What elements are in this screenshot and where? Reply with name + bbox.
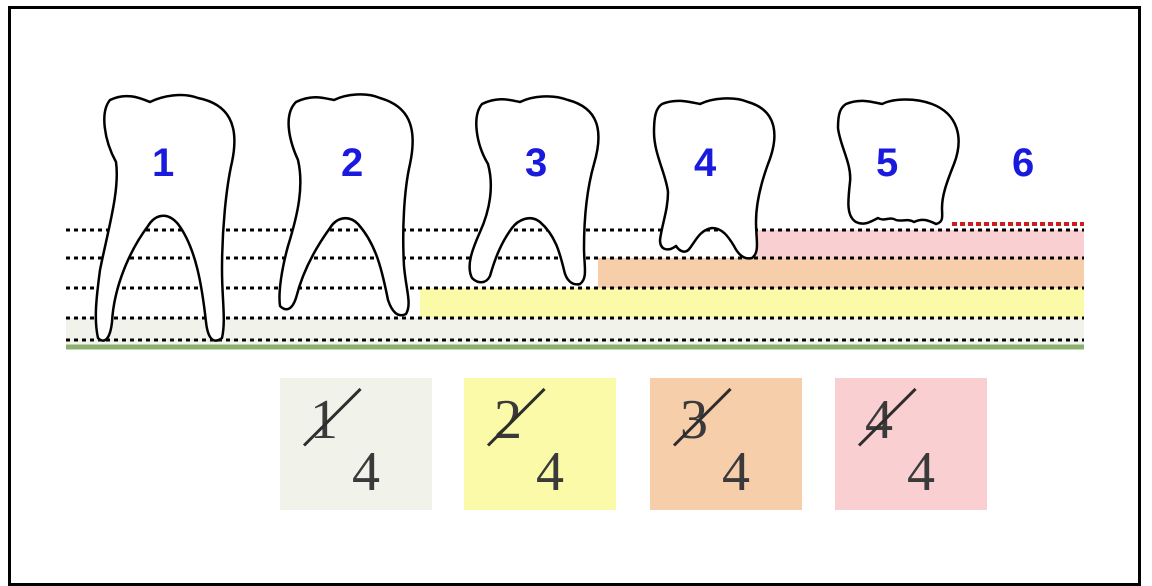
tooth-6-label: 6 xyxy=(1012,141,1034,185)
fraction-numerator: 2 xyxy=(494,392,522,448)
fraction-numerator: 1 xyxy=(310,392,338,448)
tooth-3-outline xyxy=(470,96,599,284)
tooth-3-label: 3 xyxy=(525,141,547,185)
tooth-4-label: 4 xyxy=(694,141,717,185)
tooth-2-outline xyxy=(279,94,412,315)
fraction-numerator: 3 xyxy=(680,392,708,448)
fraction-denominator: 4 xyxy=(722,444,750,500)
fraction-numerator: 4 xyxy=(865,392,893,448)
band-quarter-2 xyxy=(420,288,1084,318)
band-quarter-3 xyxy=(598,258,1084,288)
fraction-denominator: 4 xyxy=(907,444,935,500)
fraction-card-4-4: 4 4 xyxy=(835,378,987,510)
fraction-card-2-4: 2 4 xyxy=(464,378,616,510)
fraction-card-3-4: 3 4 xyxy=(650,378,802,510)
tooth-1-label: 1 xyxy=(152,141,174,185)
fraction-card-1-4: 1 4 xyxy=(280,378,432,510)
band-quarter-4 xyxy=(752,230,1084,258)
fraction-denominator: 4 xyxy=(352,444,380,500)
tooth-5-label: 5 xyxy=(876,141,898,185)
tooth-1-outline xyxy=(96,95,235,341)
tooth-5-outline xyxy=(838,100,959,225)
fraction-denominator: 4 xyxy=(536,444,564,500)
tooth-2-label: 2 xyxy=(341,141,363,185)
